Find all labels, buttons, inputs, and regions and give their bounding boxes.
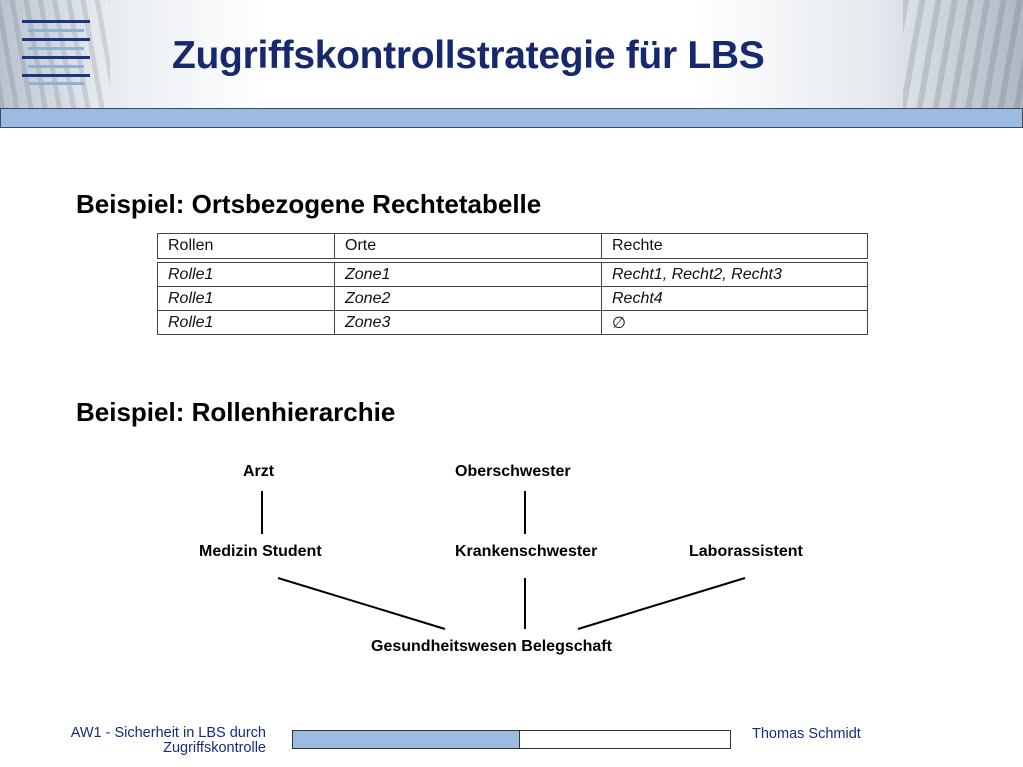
table-cell: Recht1, Recht2, Recht3: [601, 262, 868, 287]
table-cell: Rolle1: [157, 286, 335, 311]
table-row: Rolle1 Zone2 Recht4: [157, 286, 868, 311]
role-node-arzt: Arzt: [243, 463, 275, 480]
section-heading-role-hierarchy: Beispiel: Rollenhierarchie: [76, 397, 396, 427]
column-header: Orte: [334, 233, 602, 259]
table-row: Rolle1 Zone3 ∅: [157, 310, 868, 335]
connector-line: [277, 577, 446, 630]
table-cell: Rolle1: [157, 310, 335, 335]
footer-course-title: AW1 - Sicherheit in LBS durch Zugriffsko…: [20, 726, 266, 756]
slide-header: Zugriffskontrollstrategie für LBS: [0, 0, 1023, 108]
table-cell: ∅: [601, 310, 868, 335]
slide-progress-bar: [292, 730, 731, 749]
table-cell: Recht4: [601, 286, 868, 311]
stacked-bars-logo-icon: [22, 20, 90, 85]
role-node-krankenschwester: Krankenschwester: [455, 543, 598, 560]
table-cell: Zone2: [334, 286, 602, 311]
footer-course-line: Zugriffskontrolle: [163, 740, 266, 756]
role-node-medizin-student: Medizin Student: [199, 543, 322, 560]
footer-author: Thomas Schmidt: [752, 726, 861, 742]
role-node-laborassistent: Laborassistent: [689, 543, 803, 560]
header-background-left: [0, 0, 110, 108]
rights-table: Rollen Orte Rechte Rolle1 Zone1 Recht1, …: [157, 233, 868, 335]
role-node-belegschaft: Gesundheitswesen Belegschaft: [371, 638, 612, 655]
table-header-row: Rollen Orte Rechte: [157, 233, 868, 259]
slide-title: Zugriffskontrollstrategie für LBS: [172, 34, 765, 77]
table-cell: Zone3: [334, 310, 602, 335]
table-cell: Zone1: [334, 262, 602, 287]
table-cell: Rolle1: [157, 262, 335, 287]
role-node-oberschwester: Oberschwester: [455, 463, 571, 480]
slide-progress-fill: [293, 731, 521, 748]
header-background-right: [903, 0, 1023, 108]
table-row: Rolle1 Zone1 Recht1, Recht2, Recht3: [157, 262, 868, 287]
footer-course-line: AW1 - Sicherheit in LBS durch: [70, 725, 266, 741]
connector-line: [577, 577, 746, 630]
section-heading-rights-table: Beispiel: Ortsbezogene Rechtetabelle: [76, 189, 542, 219]
